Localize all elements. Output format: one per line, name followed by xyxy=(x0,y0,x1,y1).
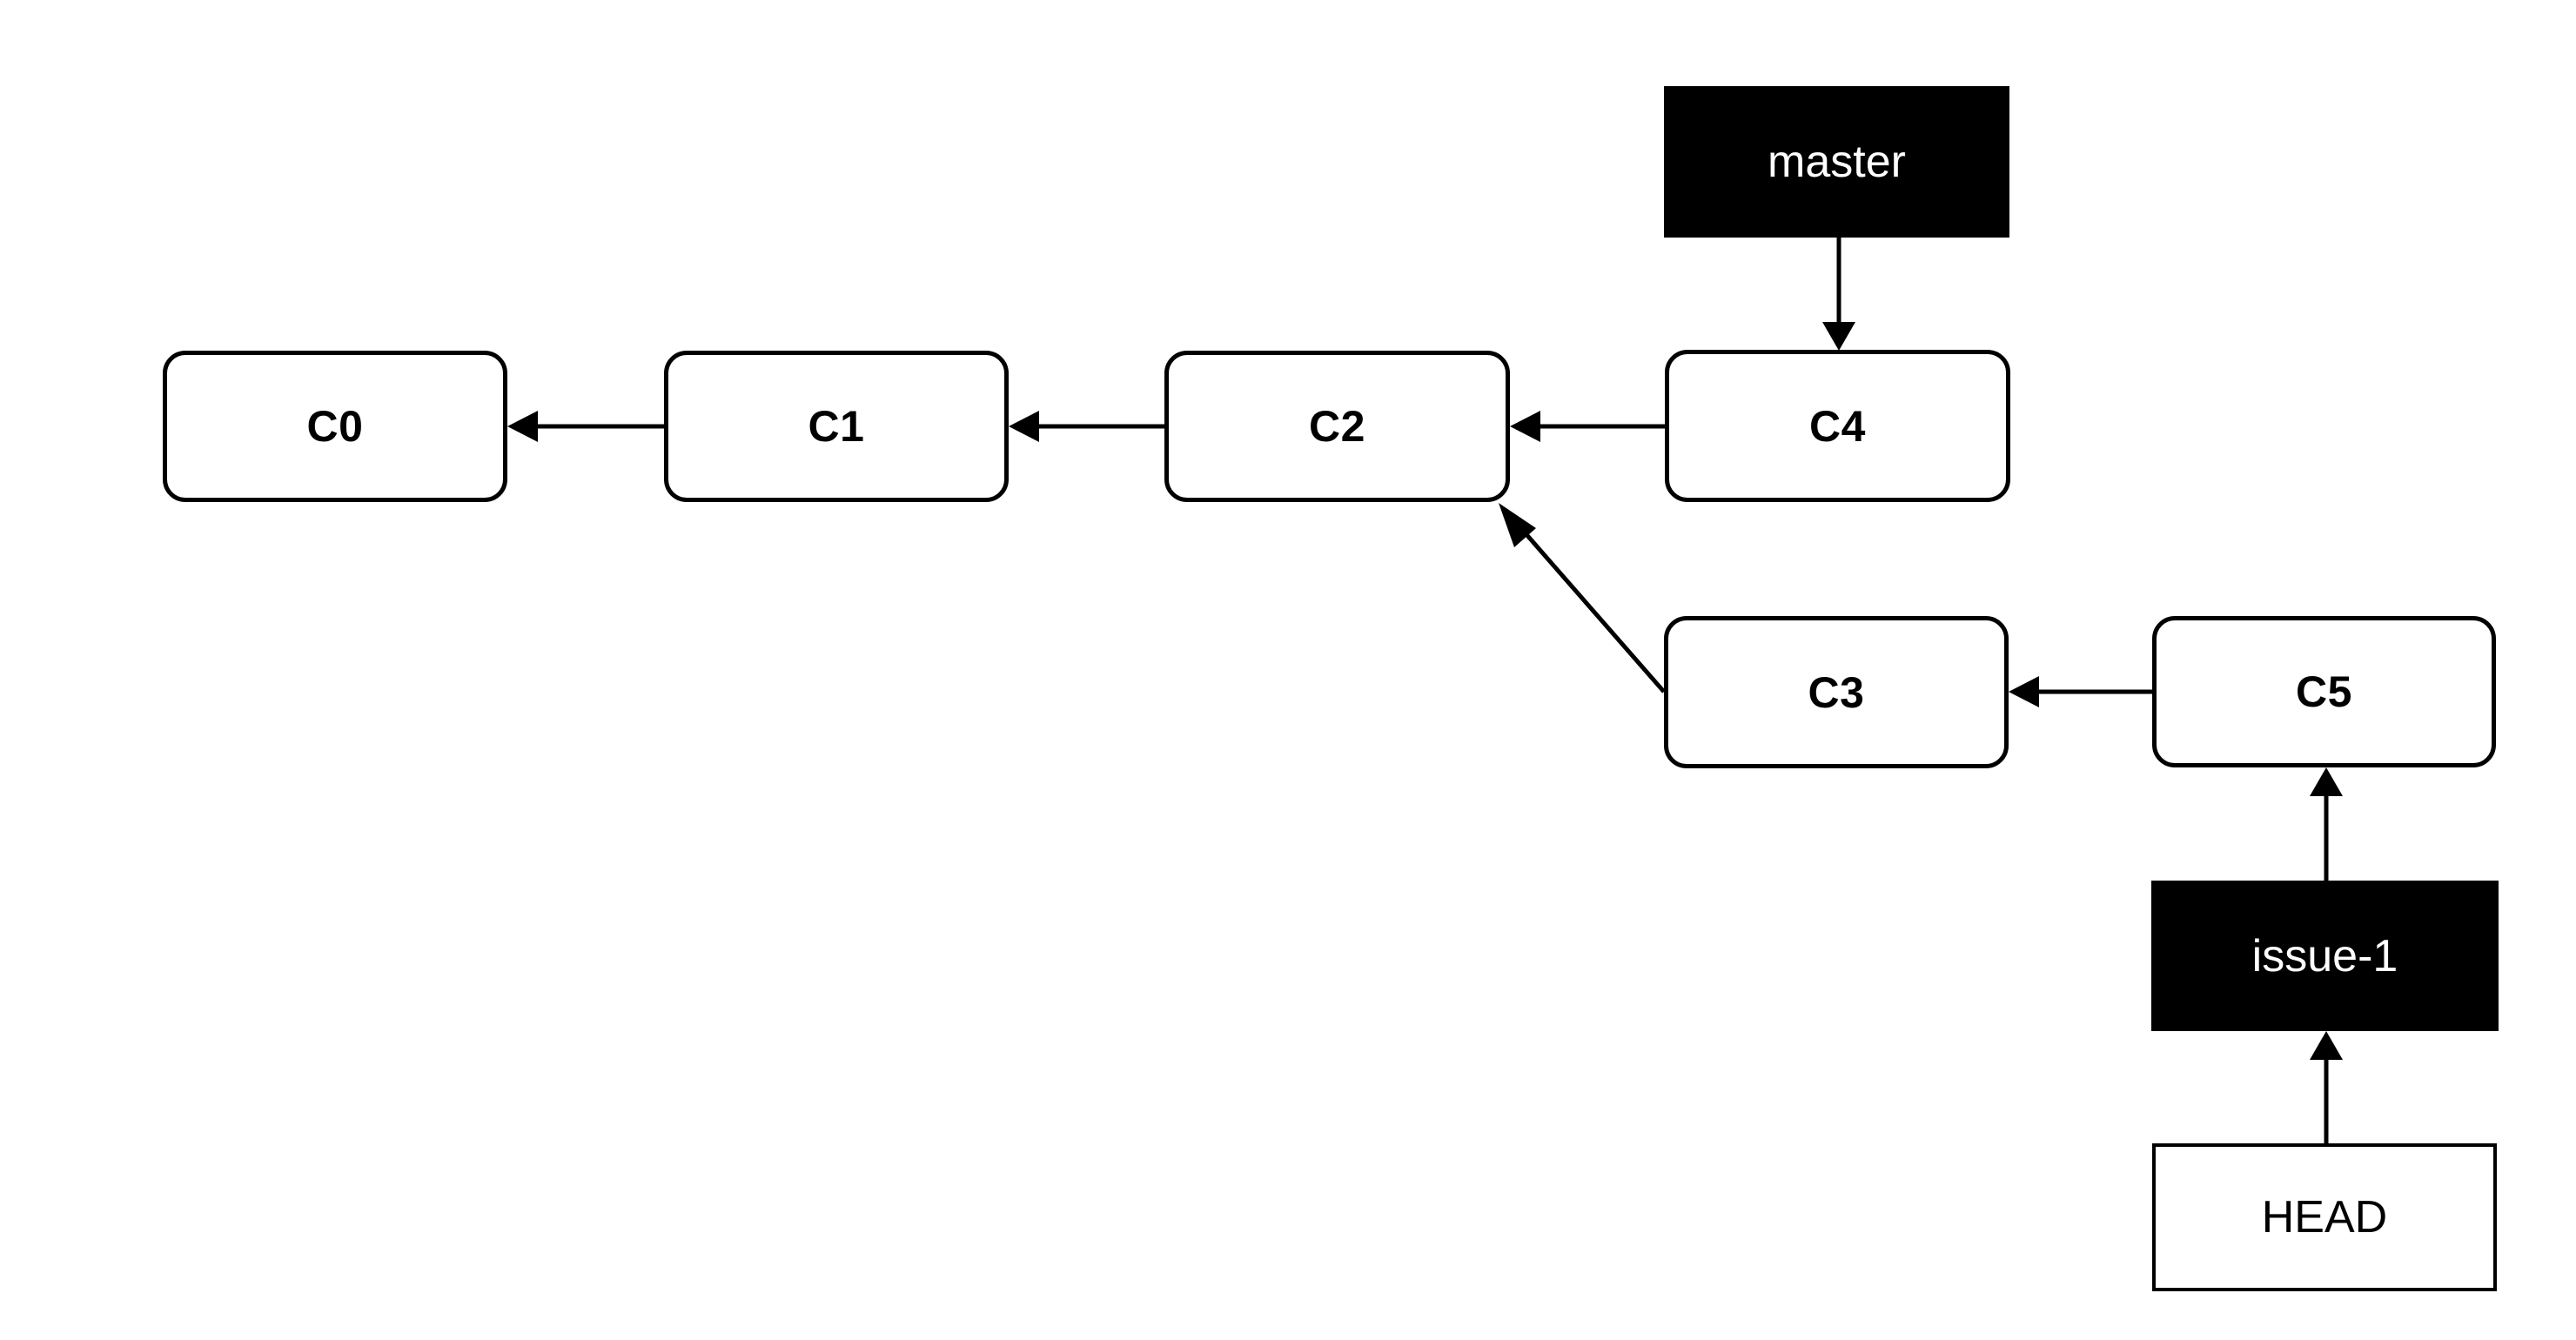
commit-label-c1: C1 xyxy=(808,402,865,451)
edge-c4-to-c2 xyxy=(1510,411,1665,442)
commit-node-c5[interactable]: C5 xyxy=(2152,616,2496,767)
branch-ref-issue-1-label: issue-1 xyxy=(2251,930,2398,982)
commit-label-c2: C2 xyxy=(1309,402,1365,451)
edge-master-to-c4 xyxy=(1822,238,1855,351)
commit-label-c3: C3 xyxy=(1808,667,1865,717)
commit-node-c4[interactable]: C4 xyxy=(1665,350,2010,502)
branch-ref-master-label: master xyxy=(1768,137,1906,187)
head-pointer-label: HEAD xyxy=(2261,1192,2388,1243)
branch-ref-master[interactable]: master xyxy=(1664,86,2009,238)
edge-c5-to-c3 xyxy=(2009,676,2152,707)
edge-head-to-issue1 xyxy=(2310,1031,2343,1143)
commit-label-c5: C5 xyxy=(2296,667,2352,716)
edge-c2-to-c1 xyxy=(1009,411,1164,442)
commit-node-c1[interactable]: C1 xyxy=(664,351,1009,502)
commit-node-c3[interactable]: C3 xyxy=(1664,616,2009,768)
commit-label-c0: C0 xyxy=(306,402,364,451)
head-pointer[interactable]: HEAD xyxy=(2152,1143,2497,1291)
edge-c3-to-c2 xyxy=(1499,503,1666,693)
commit-node-c0[interactable]: C0 xyxy=(163,351,507,502)
edge-c1-to-c0 xyxy=(507,411,664,442)
commit-label-c4: C4 xyxy=(1809,401,1866,451)
commit-node-c2[interactable]: C2 xyxy=(1164,351,1510,502)
branch-ref-issue-1[interactable]: issue-1 xyxy=(2151,881,2499,1031)
edge-issue1-to-c5 xyxy=(2310,767,2343,881)
